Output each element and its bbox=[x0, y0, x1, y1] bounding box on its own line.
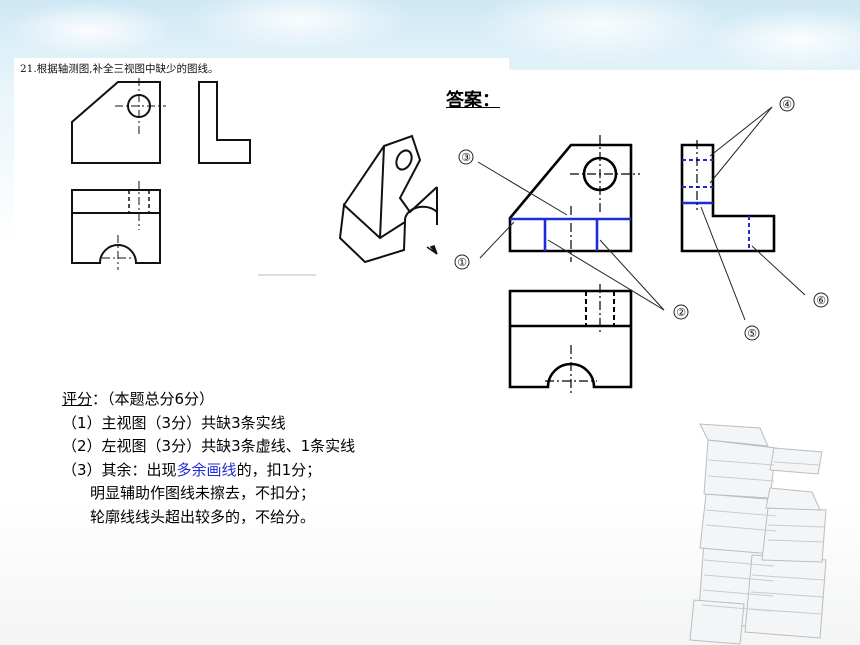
answer-side-added-lines bbox=[682, 159, 750, 251]
scoring-section: 评分：（本题总分6分） （1）主视图（3分）共缺3条实线 （2）左视图（3分）共… bbox=[62, 388, 355, 529]
question-isometric-view bbox=[338, 134, 438, 264]
question-panel bbox=[14, 58, 509, 290]
callout-1: ① bbox=[454, 254, 470, 270]
scoring-title: 评分 bbox=[62, 390, 93, 408]
question-front-view bbox=[71, 81, 161, 164]
callout-6: ⑥ bbox=[813, 292, 829, 308]
answer-leader-lines bbox=[477, 106, 806, 321]
callout-2: ② bbox=[673, 304, 689, 320]
callout-6-text: ⑥ bbox=[816, 294, 826, 307]
callout-3: ③ bbox=[458, 149, 474, 165]
scoring-item-3-pre: （3）其余：出现 bbox=[62, 460, 177, 479]
scoring-item-4: 明显辅助作图线未擦去，不扣分； bbox=[90, 484, 316, 502]
scoring-title-suffix: ：（本题总分6分） bbox=[92, 390, 215, 408]
answer-top-hidden bbox=[545, 284, 615, 396]
callout-1-text: ① bbox=[457, 256, 467, 269]
scoring-item-5: 轮廓线线头超出较多的，不给分。 bbox=[90, 507, 316, 526]
answer-front-added-lines bbox=[510, 217, 631, 251]
answer-top-view bbox=[508, 289, 633, 389]
question-top-hidden bbox=[102, 181, 150, 270]
paper-stacks-image bbox=[689, 423, 827, 645]
answer-side-view bbox=[680, 143, 776, 253]
question-top-view bbox=[71, 189, 161, 264]
question-arrow bbox=[426, 245, 438, 255]
callout-4: ④ bbox=[779, 96, 795, 112]
scoring-title-line: 评分：（本题总分6分） bbox=[62, 388, 355, 412]
scoring-item-2: （2）左视图（3分）共缺3条虚线、1条实线 bbox=[62, 437, 356, 455]
question-text: 21.根据轴测图,补全三视图中缺少的图线。 bbox=[20, 63, 219, 75]
answer-title: 答案： bbox=[446, 90, 500, 111]
question-side-view bbox=[198, 81, 251, 164]
answer-front-centerlines bbox=[570, 135, 640, 262]
question-front-centerlines bbox=[115, 78, 166, 134]
scoring-item-3: （3）其余：出现多余画线的，扣1分； bbox=[62, 459, 355, 483]
callout-2-text: ② bbox=[676, 306, 686, 319]
callout-3-text: ③ bbox=[461, 151, 471, 164]
callout-4-text: ④ bbox=[782, 98, 792, 111]
scoring-item-3-post: 的，扣1分； bbox=[236, 460, 322, 479]
callout-5-text: ⑤ bbox=[747, 327, 757, 340]
scoring-item-3-highlight: 多余画线 bbox=[176, 460, 237, 479]
scoring-item-1: （1）主视图（3分）共缺3条实线 bbox=[62, 413, 286, 432]
callout-5: ⑤ bbox=[744, 325, 760, 341]
answer-panel bbox=[434, 70, 860, 390]
